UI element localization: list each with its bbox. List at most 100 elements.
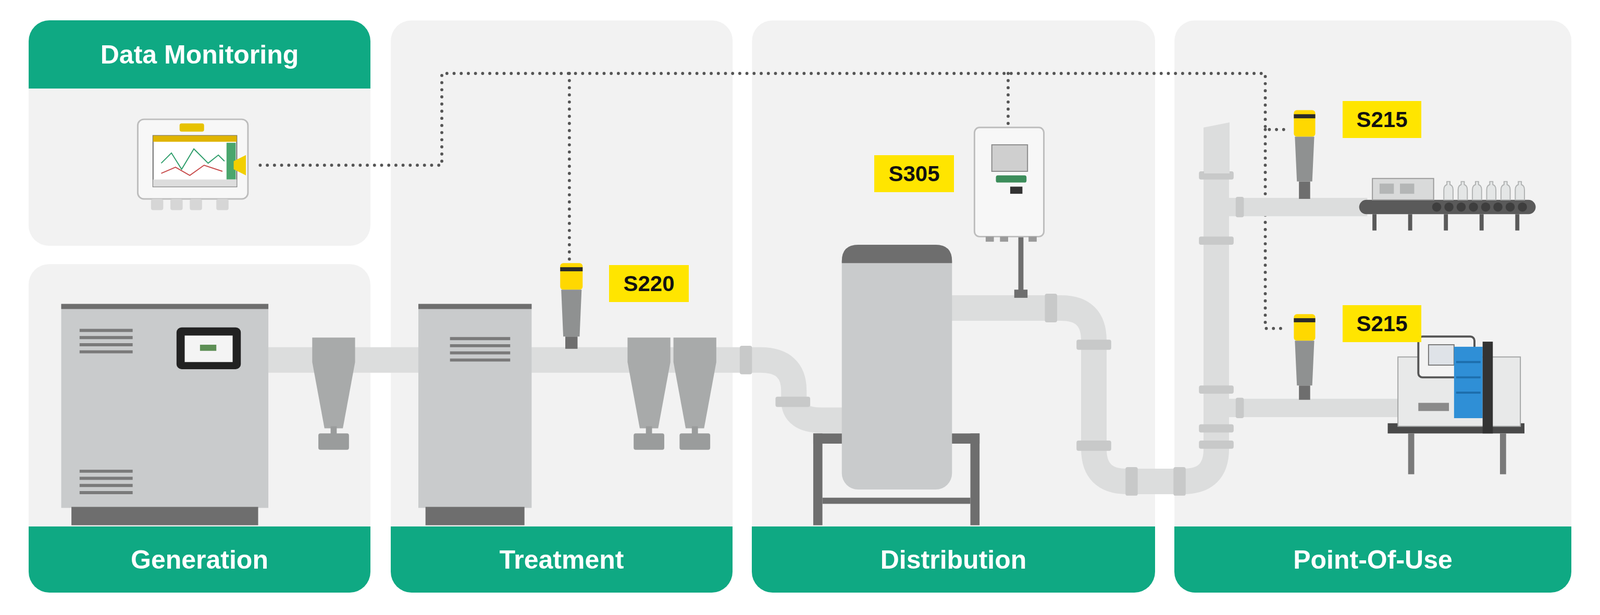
- stage-panel: Point-Of-UseS215S215: [1174, 20, 1572, 593]
- stage-panel: Data Monitoring: [28, 20, 371, 246]
- illustration-part: [1493, 202, 1503, 213]
- illustration-part: [1479, 214, 1484, 231]
- stage-panel: Generation: [28, 264, 371, 593]
- illustration-part: [1432, 202, 1442, 213]
- illustration-part: [418, 304, 532, 310]
- machine-tool: [1387, 336, 1525, 475]
- illustration-part: [1443, 181, 1454, 201]
- illustration-part: [999, 236, 1009, 242]
- illustration-part: [970, 433, 981, 526]
- illustration-part: [1294, 340, 1314, 386]
- illustration-part: [1018, 236, 1024, 294]
- sensor-s215-bottom: [1293, 314, 1316, 401]
- illustration-part: [79, 471, 133, 493]
- illustration-part: [170, 199, 183, 211]
- illustration-part: [1372, 214, 1377, 231]
- illustration-part: [1359, 200, 1536, 215]
- illustration-part: [1173, 467, 1186, 496]
- illustration-part: [1515, 181, 1525, 201]
- illustration-part: [950, 127, 1217, 482]
- model-tag: S305: [874, 155, 954, 193]
- illustration-part: [1443, 214, 1448, 231]
- illustration-part: [1517, 202, 1528, 213]
- illustration-part: [1125, 467, 1138, 496]
- dryer: [418, 304, 532, 526]
- stage-heading: Generation: [28, 526, 371, 593]
- illustration-part: [1293, 114, 1316, 119]
- illustration-part: [1443, 181, 1525, 201]
- illustration-part: [565, 336, 578, 350]
- illustration-part: [1298, 385, 1311, 400]
- stage-panel: TreatmentS220: [390, 20, 733, 593]
- illustration-part: [1501, 181, 1511, 201]
- illustration-part: [1198, 440, 1234, 450]
- illustration-part: [176, 327, 241, 370]
- illustration-part: [330, 426, 338, 436]
- sensor-s220: [560, 263, 583, 350]
- illustration-part: [61, 304, 269, 509]
- model-tag: S215: [1342, 305, 1422, 343]
- illustration-part: [1198, 236, 1234, 245]
- illustration-part: [1204, 122, 1230, 174]
- illustration-part: [79, 330, 133, 353]
- illustration-part: [425, 506, 525, 526]
- illustration-part: [1458, 181, 1468, 201]
- illustration-part: [1499, 433, 1507, 475]
- illustration-part: [691, 426, 699, 436]
- illustration-part: [822, 498, 971, 505]
- data-logger: [137, 119, 248, 210]
- illustration-part: [1006, 73, 1010, 126]
- illustration-part: [1379, 183, 1394, 195]
- illustration-part: [1399, 183, 1415, 195]
- illustration-part: [561, 289, 582, 337]
- illustration-part: [1472, 181, 1482, 201]
- illustration-part: [450, 338, 511, 361]
- illustration-part: [1216, 399, 1421, 418]
- illustration-part: [1198, 424, 1234, 433]
- illustration-part: [1265, 129, 1288, 329]
- illustration-part: [179, 123, 205, 132]
- illustration-part: [318, 433, 350, 450]
- illustration-part: [775, 397, 811, 408]
- stage-heading: Point-Of-Use: [1174, 526, 1572, 593]
- illustration-part: [679, 433, 711, 450]
- illustration-part: [153, 135, 238, 187]
- illustration-part: [1454, 346, 1483, 419]
- illustration-part: [1298, 181, 1311, 200]
- illustration-part: [153, 135, 238, 142]
- illustration-part: [61, 304, 269, 310]
- illustration-part: [1028, 236, 1037, 242]
- dew-point-monitor-s305: [974, 127, 1044, 299]
- model-number: S215: [1356, 107, 1408, 133]
- illustration-part: [1294, 136, 1314, 182]
- stage-heading: Distribution: [751, 526, 1156, 593]
- stage-panel: Distribution S305: [751, 20, 1156, 593]
- illustration-part: [1076, 440, 1112, 452]
- illustration-part: [673, 337, 717, 429]
- illustration-part: [1418, 403, 1449, 412]
- illustration-part: [312, 337, 355, 429]
- illustration-part: [216, 199, 229, 211]
- illustration-part: [1468, 202, 1479, 213]
- illustration-part: [646, 426, 653, 436]
- illustration-part: [1372, 178, 1434, 201]
- illustration-part: [1076, 339, 1112, 351]
- model-number: S215: [1356, 311, 1408, 337]
- illustration-part: [560, 267, 583, 272]
- illustration-part: [28, 20, 1572, 593]
- illustration-part: [137, 119, 248, 200]
- illustration-part: [841, 244, 953, 490]
- illustration-part: [1235, 196, 1245, 218]
- illustration-part: [160, 165, 223, 176]
- illustration-part: [1372, 214, 1520, 231]
- illustration-part: [1198, 385, 1234, 394]
- illustration-part: [1456, 362, 1481, 393]
- illustration-part: [184, 335, 233, 363]
- illustration-part: [1014, 289, 1028, 299]
- illustration-part: [1486, 181, 1497, 201]
- double-filter: [627, 337, 716, 450]
- illustration-part: [567, 73, 572, 262]
- illustration-part: [1293, 110, 1316, 138]
- illustration-part: [1045, 293, 1058, 323]
- stage-heading: Data Monitoring: [28, 20, 371, 89]
